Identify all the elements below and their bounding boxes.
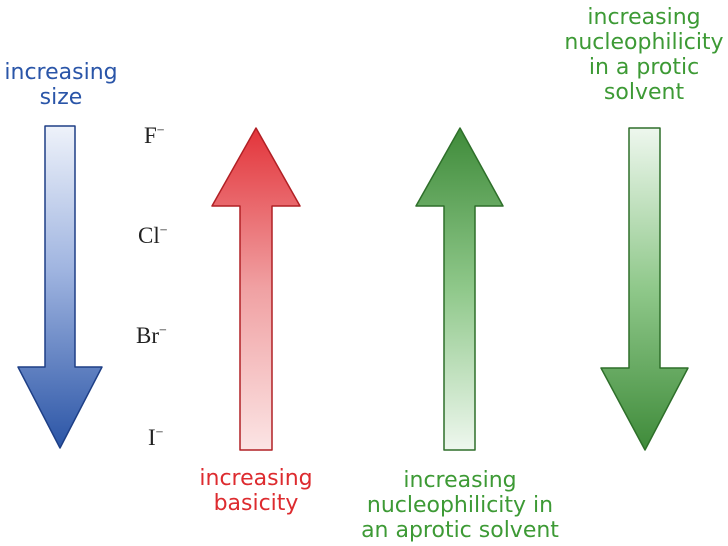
iodide-ion: I− <box>148 426 164 449</box>
ion-symbol: I <box>148 425 156 450</box>
bromide-ion: Br− <box>136 324 167 347</box>
chloride-ion: Cl− <box>138 224 168 247</box>
ion-symbol: Cl <box>138 223 160 248</box>
increasing-size-label: increasing size <box>4 60 118 110</box>
ion-charge: − <box>156 123 165 139</box>
aprotic-nucleophilicity-arrow <box>415 127 504 451</box>
increasing-basicity-label: increasing basicity <box>199 466 313 516</box>
size-arrow <box>17 125 103 449</box>
increasing-nucleophilicity-protic-label: increasing nucleophilicity in a protic s… <box>564 5 724 105</box>
basicity-arrow <box>211 127 301 451</box>
ion-charge: − <box>159 223 168 239</box>
ion-symbol: F <box>144 123 157 148</box>
increasing-nucleophilicity-aprotic-label: increasing nucleophilicity in an aprotic… <box>361 468 559 543</box>
ion-charge: − <box>159 323 167 339</box>
ion-charge: − <box>155 425 164 441</box>
protic-nucleophilicity-arrow <box>600 127 689 451</box>
ion-symbol: Br <box>136 323 159 348</box>
fluoride-ion: F− <box>144 124 165 147</box>
